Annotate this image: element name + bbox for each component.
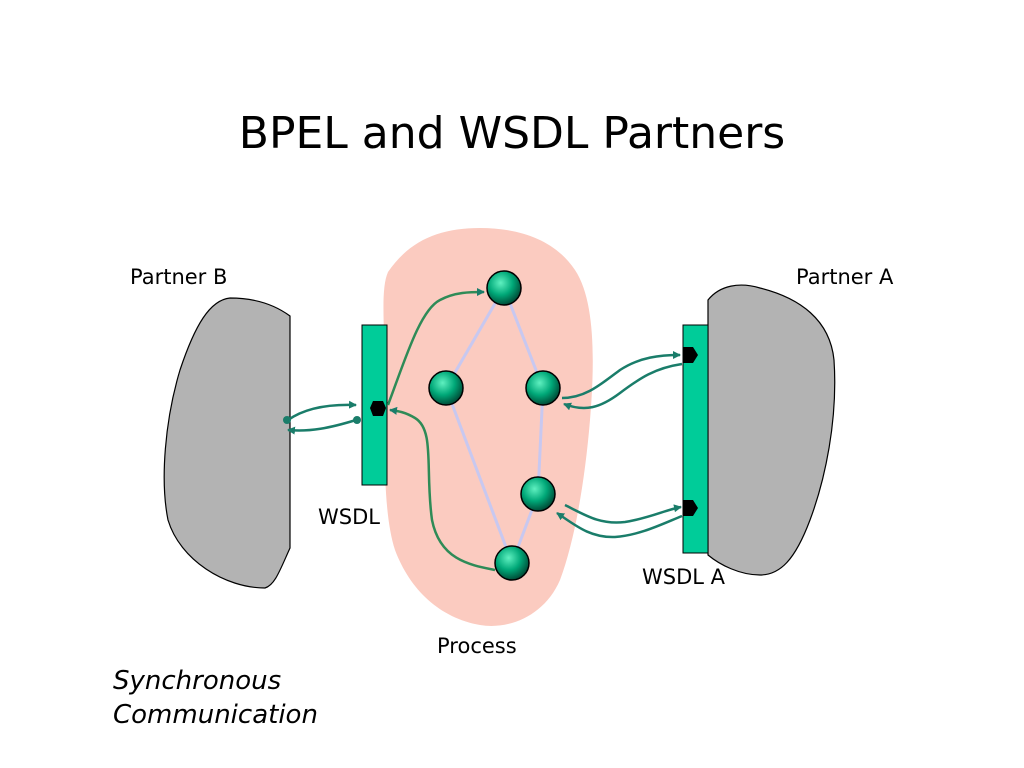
arrow-wsdl-to-node-top bbox=[386, 288, 485, 406]
process-node-right bbox=[525, 370, 561, 406]
wsdl-b-port-icon bbox=[370, 401, 386, 416]
arrow-node-bottom-to-wsdl bbox=[389, 406, 496, 572]
caption-line-2: Communication bbox=[113, 700, 318, 730]
partner-a-label: Partner A bbox=[796, 265, 894, 289]
arrow-node-right-to-wsdl-a bbox=[561, 351, 681, 400]
partner-a-shape bbox=[707, 284, 836, 576]
process-node-bottom bbox=[494, 545, 530, 581]
process-node-mid-right bbox=[520, 476, 556, 512]
partner-b-endpoint-dot-2 bbox=[353, 416, 361, 424]
slide-title: BPEL and WSDL Partners bbox=[238, 108, 786, 159]
wsdl-b-label: WSDL bbox=[318, 505, 380, 529]
message-arrows bbox=[287, 288, 683, 572]
arrow-node-4-to-wsdl-a bbox=[564, 503, 682, 524]
arrow-wsdl-to-partner-b bbox=[287, 418, 357, 435]
wsdl-a-port-top-icon bbox=[683, 347, 698, 363]
wsdl-a-label: WSDL A bbox=[642, 565, 726, 589]
process-area bbox=[383, 228, 593, 626]
partner-b-shape bbox=[163, 297, 291, 589]
arrow-partner-b-to-wsdl bbox=[287, 400, 357, 422]
process-node-left bbox=[428, 370, 464, 406]
arrow-wsdl-a-to-node-right bbox=[563, 362, 683, 411]
partner-b-endpoint-dot bbox=[283, 416, 291, 424]
partner-b-label: Partner B bbox=[130, 265, 228, 289]
wsdl-a-port-bottom-icon bbox=[683, 500, 698, 516]
process-node-top bbox=[486, 270, 522, 306]
caption: Synchronous Communication bbox=[113, 664, 433, 732]
caption-line-1: Synchronous bbox=[113, 666, 282, 696]
arrow-wsdl-a-to-node-4 bbox=[556, 511, 683, 539]
process-label: Process bbox=[437, 634, 517, 658]
